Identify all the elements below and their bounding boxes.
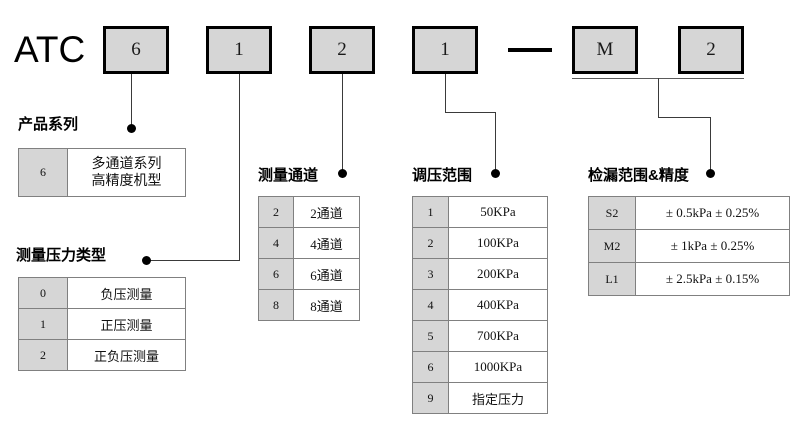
connector-pressure-type-vertical bbox=[239, 74, 240, 261]
table-pressure-range: 1 50KPa 2 100KPa 3 200KPa 4 400KPa 5 700… bbox=[412, 196, 548, 414]
pressure-range-value-2: 200KPa bbox=[448, 258, 548, 290]
series-value-line2: 高精度机型 bbox=[91, 172, 162, 189]
channels-key-2: 6 bbox=[258, 258, 294, 290]
channels-value-3: 8通道 bbox=[293, 289, 360, 321]
table-row[interactable]: 5 700KPa bbox=[412, 320, 548, 352]
table-row[interactable]: 6 1000KPa bbox=[412, 351, 548, 383]
code-box-pressure-range[interactable]: 1 bbox=[412, 26, 478, 74]
table-row[interactable]: 0 负压测量 bbox=[18, 277, 186, 309]
pressure-range-value-1: 100KPa bbox=[448, 227, 548, 259]
leak-range-value-1: ± 1kPa ± 0.25% bbox=[635, 229, 790, 263]
channels-value-1: 4通道 bbox=[293, 227, 360, 259]
table-row[interactable]: 6 6通道 bbox=[258, 258, 360, 290]
pressure-type-key-1: 1 bbox=[18, 308, 68, 340]
pressure-type-key-2: 2 bbox=[18, 339, 68, 371]
table-row[interactable]: 2 100KPa bbox=[412, 227, 548, 259]
pressure-type-value-1: 正压测量 bbox=[67, 308, 186, 340]
connector-pressure-range-dot bbox=[491, 169, 500, 178]
brand-label: ATC bbox=[14, 29, 86, 70]
pressure-type-value-0: 负压测量 bbox=[67, 277, 186, 309]
channels-value-0: 2通道 bbox=[293, 196, 360, 228]
connector-leak-dot bbox=[706, 169, 715, 178]
table-row[interactable]: L1 ± 2.5kPa ± 0.15% bbox=[588, 262, 790, 296]
connector-channels-dot bbox=[338, 169, 347, 178]
pressure-range-value-3: 400KPa bbox=[448, 289, 548, 321]
table-pressure-type: 0 负压测量 1 正压测量 2 正负压测量 bbox=[18, 277, 186, 371]
connector-series-dot bbox=[127, 124, 136, 133]
caption-leak-range: 检漏范围&精度 bbox=[588, 167, 689, 184]
pressure-type-value-2: 正负压测量 bbox=[67, 339, 186, 371]
table-row[interactable]: 4 400KPa bbox=[412, 289, 548, 321]
table-row[interactable]: 2 2通道 bbox=[258, 196, 360, 228]
connector-pressure-range-vertical-b bbox=[495, 112, 496, 172]
channels-value-2: 6通道 bbox=[293, 258, 360, 290]
table-row[interactable]: 9 指定压力 bbox=[412, 382, 548, 414]
table-row[interactable]: M2 ± 1kPa ± 0.25% bbox=[588, 229, 790, 263]
channels-key-1: 4 bbox=[258, 227, 294, 259]
code-box-pressure-type[interactable]: 1 bbox=[206, 26, 272, 74]
channels-key-0: 2 bbox=[258, 196, 294, 228]
leak-range-key-2: L1 bbox=[588, 262, 636, 296]
table-row[interactable]: 1 正压测量 bbox=[18, 308, 186, 340]
leak-range-value-0: ± 0.5kPa ± 0.25% bbox=[635, 196, 790, 230]
pressure-range-key-2: 3 bbox=[412, 258, 449, 290]
pressure-range-key-1: 2 bbox=[412, 227, 449, 259]
connector-channels-vertical bbox=[342, 74, 343, 172]
code-separator-dash bbox=[508, 48, 552, 52]
code-box-leak-digit[interactable]: 2 bbox=[678, 26, 744, 74]
series-value: 多通道系列 高精度机型 bbox=[67, 148, 186, 197]
connector-leak-vertical-a bbox=[658, 78, 659, 118]
connector-leak-horizontal bbox=[658, 117, 710, 118]
pressure-type-key-0: 0 bbox=[18, 277, 68, 309]
pressure-range-key-6: 9 bbox=[412, 382, 449, 414]
caption-pressure-type: 测量压力类型 bbox=[16, 247, 107, 264]
leak-range-value-2: ± 2.5kPa ± 0.15% bbox=[635, 262, 790, 296]
table-row[interactable]: 2 正负压测量 bbox=[18, 339, 186, 371]
pressure-range-key-3: 4 bbox=[412, 289, 449, 321]
code-box-leak-letter[interactable]: M bbox=[572, 26, 638, 74]
pressure-range-value-0: 50KPa bbox=[448, 196, 548, 228]
table-leak-range: S2 ± 0.5kPa ± 0.25% M2 ± 1kPa ± 0.25% L1… bbox=[588, 196, 790, 296]
pressure-range-key-4: 5 bbox=[412, 320, 449, 352]
connector-pressure-range-horizontal bbox=[445, 112, 495, 113]
table-series: 6 多通道系列 高精度机型 bbox=[18, 148, 186, 197]
channels-key-3: 8 bbox=[258, 289, 294, 321]
connector-pressure-range-vertical-a bbox=[445, 74, 446, 113]
code-box-channels[interactable]: 2 bbox=[309, 26, 375, 74]
pressure-range-key-5: 6 bbox=[412, 351, 449, 383]
code-box-series[interactable]: 6 bbox=[103, 26, 169, 74]
connector-pressure-type-dot bbox=[142, 256, 151, 265]
table-row[interactable]: 4 4通道 bbox=[258, 227, 360, 259]
table-channels: 2 2通道 4 4通道 6 6通道 8 8通道 bbox=[258, 196, 360, 321]
table-row[interactable]: 1 50KPa bbox=[412, 196, 548, 228]
pressure-range-value-5: 1000KPa bbox=[448, 351, 548, 383]
caption-series: 产品系列 bbox=[18, 116, 79, 133]
leak-range-key-1: M2 bbox=[588, 229, 636, 263]
pressure-range-value-4: 700KPa bbox=[448, 320, 548, 352]
caption-pressure-range: 调压范围 bbox=[412, 167, 473, 184]
connector-series-vertical bbox=[131, 74, 132, 127]
series-key: 6 bbox=[18, 148, 68, 197]
pressure-range-key-0: 1 bbox=[412, 196, 449, 228]
series-value-line1: 多通道系列 bbox=[91, 156, 162, 173]
connector-leak-vertical-b bbox=[710, 117, 711, 172]
table-row[interactable]: 3 200KPa bbox=[412, 258, 548, 290]
table-row[interactable]: 6 多通道系列 高精度机型 bbox=[18, 148, 186, 197]
table-row[interactable]: S2 ± 0.5kPa ± 0.25% bbox=[588, 196, 790, 230]
table-row[interactable]: 8 8通道 bbox=[258, 289, 360, 321]
leak-range-key-0: S2 bbox=[588, 196, 636, 230]
connector-pressure-type-horizontal bbox=[146, 260, 240, 261]
pressure-range-value-6: 指定压力 bbox=[448, 382, 548, 414]
caption-channels: 测量通道 bbox=[258, 167, 319, 184]
